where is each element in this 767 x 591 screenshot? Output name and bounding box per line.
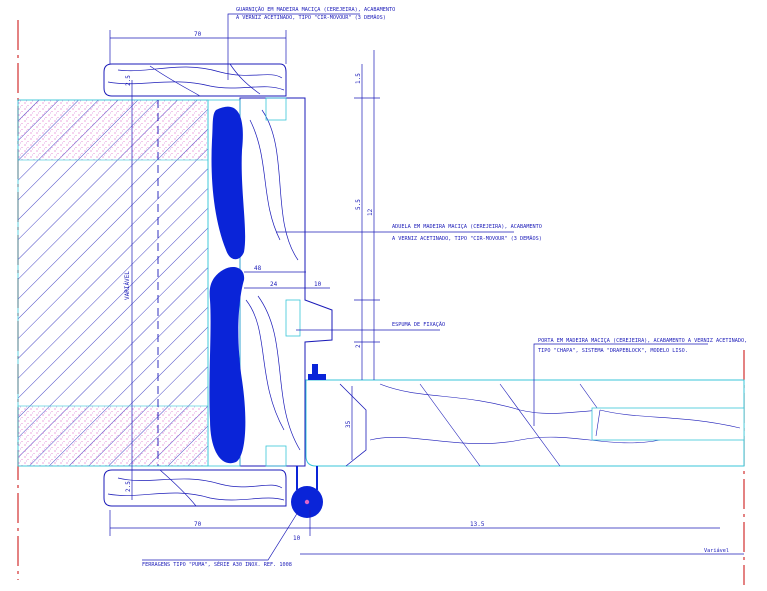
dim-bottom-10: 10 [293, 535, 301, 542]
porta-label-2: TIPO "CHAPA", SISTEMA "DRAPEBLOCK", MODE… [538, 348, 688, 354]
dim-mid-48: 48 [254, 265, 262, 272]
espuma-label: ESPUMA DE FIXAÇÃO [392, 321, 445, 328]
dim-right-12: 12 [367, 208, 374, 216]
dim-left-25-bottom: 2.5 [125, 481, 132, 492]
aduela-label: ADUELA EM MADEIRA MACIÇA (CEREJEIRA), AC… [392, 224, 542, 230]
dim-right-2: 2 [355, 344, 362, 348]
dim-right-55: 5.5 [355, 199, 362, 210]
guarnicao-label-2: A VERNIZ ACETINADO, TIPO "CIR-MOVOUR" (3… [236, 14, 386, 21]
dim-right-15: 1.5 [355, 73, 362, 84]
hinge-pin [291, 466, 323, 518]
variavel-left-label: VARIÁVEL [124, 271, 131, 300]
hinge-knob [308, 364, 326, 380]
fixing-foam-top [211, 106, 246, 260]
plaster-bottom [17, 405, 209, 467]
porta-label: PORTA EM MADEIRA MACIÇA (CEREJEIRA), ACA… [538, 338, 747, 344]
top-casing [103, 63, 287, 97]
dim-mid-24: 24 [270, 281, 278, 288]
dim-mid-10: 10 [314, 281, 322, 288]
dim-left-25-top: 2.5 [125, 75, 132, 86]
dimension-lines [109, 30, 744, 555]
door-leaf [305, 379, 745, 467]
dim-top-70: 70 [194, 31, 202, 38]
dim-bottom-134: 13.5 [470, 521, 485, 528]
door-jamb [239, 97, 333, 467]
variavel-bottom-label: Variável [704, 547, 729, 554]
aduela-label-2: A VERNIZ ACETINADO, TIPO "CIR-MOVOUR" (3… [392, 235, 542, 242]
leader-lines [142, 13, 708, 561]
dim-door-35: 35 [345, 420, 352, 428]
dim-bottom-70: 70 [194, 521, 202, 528]
plaster-top [17, 99, 209, 161]
ferragem-label: FERRAGENS TIPO "PUMA", SÉRIE A30 INOX. R… [142, 560, 292, 568]
bottom-casing [103, 469, 287, 507]
fixing-foam-bottom [209, 266, 246, 464]
wall-section [17, 99, 209, 467]
guarnicao-label: GUARNIÇÃO EM MADEIRA MACIÇA (CEREJEIRA),… [236, 6, 395, 13]
